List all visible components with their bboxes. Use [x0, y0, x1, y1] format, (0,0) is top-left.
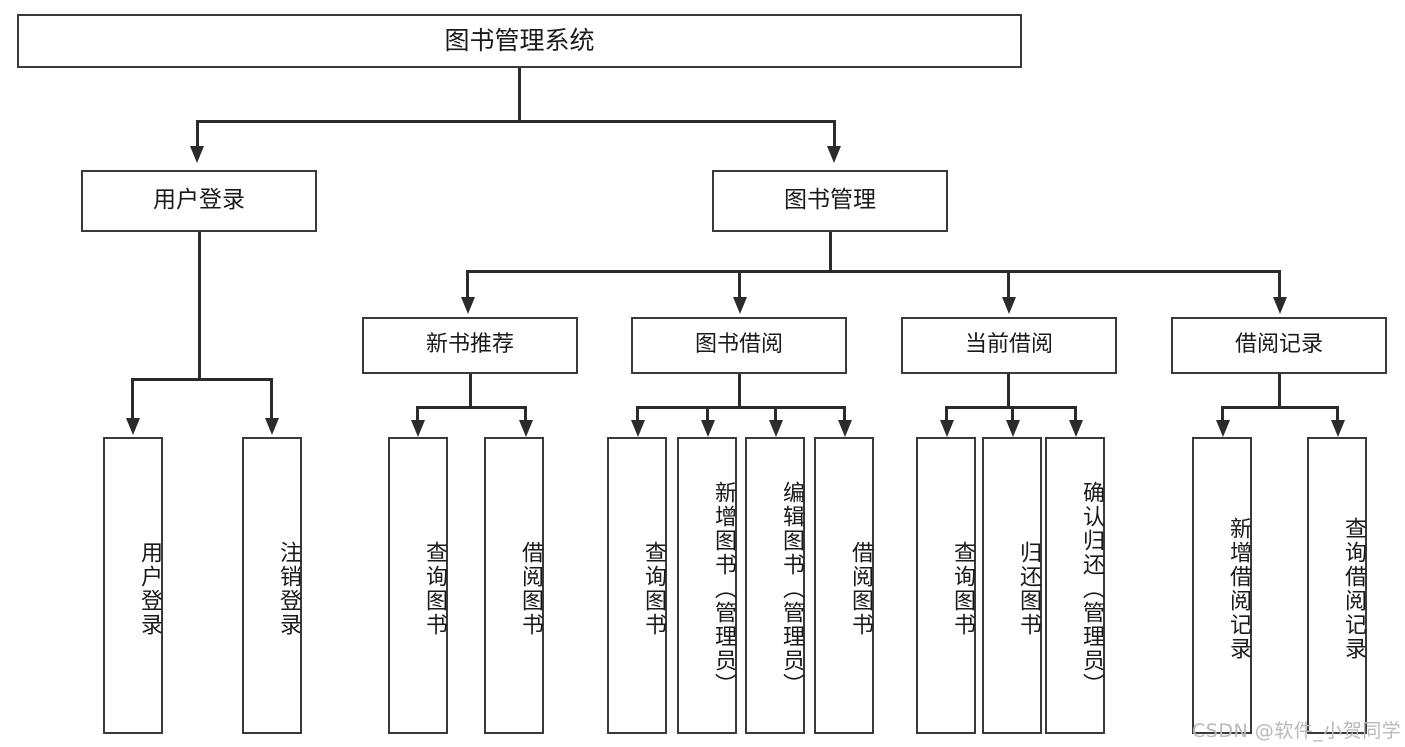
edge-book-manage-bus — [466, 270, 1281, 273]
leaf-user-login-label: 用户登录 — [137, 540, 162, 637]
edge-root-to-user-login — [196, 120, 199, 148]
node-borrow-record-label: 借阅记录 — [1234, 332, 1323, 358]
leaf-query-record[interactable]: 查询借阅记录 — [1307, 437, 1367, 734]
arrow-down-icon — [1216, 420, 1230, 437]
arrow-down-icon — [190, 146, 204, 163]
edge-bb-drop-2 — [706, 406, 709, 422]
edge-borrow-record-stem — [1278, 374, 1281, 406]
leaf-query-book-2-label: 查询图书 — [641, 540, 666, 637]
edge-br-drop-1 — [1221, 406, 1224, 422]
edge-root-to-book-manage — [833, 120, 836, 148]
node-root-label: 图书管理系统 — [444, 26, 595, 55]
node-book-borrow[interactable]: 图书借阅 — [631, 317, 847, 374]
edge-br-drop-2 — [1336, 406, 1339, 422]
edge-user-login-drop-2 — [270, 378, 273, 420]
edge-current-borrow-bus — [945, 406, 1076, 409]
edge-book-borrow-bus — [636, 406, 845, 409]
leaf-query-record-label: 查询借阅记录 — [1341, 516, 1366, 661]
arrow-down-icon — [1273, 297, 1287, 314]
edge-nbr-drop-2 — [524, 406, 527, 422]
edge-user-login-bus — [131, 378, 272, 381]
arrow-down-icon — [701, 420, 715, 437]
node-root[interactable]: 图书管理系统 — [17, 14, 1022, 68]
edge-current-borrow-stem — [1007, 374, 1010, 406]
arrow-down-icon — [461, 297, 475, 314]
edge-new-book-recommend-stem — [469, 374, 472, 406]
arrow-down-icon — [733, 297, 747, 314]
edge-book-borrow-stem — [738, 374, 741, 406]
edge-bb-drop-1 — [636, 406, 639, 422]
edge-user-login-stem — [198, 232, 201, 378]
leaf-borrow-book-2-label: 借阅图书 — [848, 540, 873, 637]
leaf-query-book-3-label: 查询图书 — [950, 540, 975, 637]
arrow-down-icon — [1331, 420, 1345, 437]
edge-bb-drop-3 — [774, 406, 777, 422]
leaf-confirm-return-label: 确认归还（管理员） — [1079, 480, 1104, 697]
csdn-watermark: CSDN @软件_小贺同学 — [1192, 720, 1402, 742]
edge-user-login-drop-1 — [131, 378, 134, 420]
edge-nbr-drop-1 — [416, 406, 419, 422]
leaf-edit-book-label: 编辑图书（管理员） — [779, 480, 804, 697]
node-book-borrow-label: 图书借阅 — [694, 332, 783, 358]
leaf-add-record[interactable]: 新增借阅记录 — [1192, 437, 1252, 734]
edge-book-manage-drop-2 — [738, 270, 741, 300]
edge-book-manage-drop-3 — [1007, 270, 1010, 300]
node-user-login[interactable]: 用户登录 — [81, 170, 317, 232]
leaf-add-book-label: 新增图书（管理员） — [711, 480, 736, 697]
node-book-manage[interactable]: 图书管理 — [712, 170, 948, 232]
edge-book-manage-drop-4 — [1278, 270, 1281, 300]
arrow-down-icon — [631, 420, 645, 437]
edge-bb-drop-4 — [843, 406, 846, 422]
arrow-down-icon — [769, 420, 783, 437]
leaf-edit-book[interactable]: 编辑图书（管理员） — [745, 437, 805, 734]
arrow-down-icon — [126, 418, 140, 435]
edge-root-stem — [518, 68, 521, 120]
leaf-query-book-3[interactable]: 查询图书 — [916, 437, 976, 734]
node-current-borrow[interactable]: 当前借阅 — [901, 317, 1117, 374]
arrow-down-icon — [1006, 420, 1020, 437]
edge-cb-drop-1 — [945, 406, 948, 422]
node-current-borrow-label: 当前借阅 — [964, 332, 1053, 358]
leaf-query-book-1[interactable]: 查询图书 — [388, 437, 448, 734]
arrow-down-icon — [519, 420, 533, 437]
leaf-borrow-book-1[interactable]: 借阅图书 — [484, 437, 544, 734]
edge-root-bus — [196, 120, 836, 123]
leaf-logout-label: 注销登录 — [276, 540, 301, 637]
node-book-manage-label: 图书管理 — [784, 187, 876, 214]
arrow-down-icon — [827, 146, 841, 163]
leaf-query-book-1-label: 查询图书 — [422, 540, 447, 637]
node-user-login-label: 用户登录 — [153, 187, 245, 214]
edge-borrow-record-bus — [1221, 406, 1338, 409]
arrow-down-icon — [940, 420, 954, 437]
edge-book-manage-stem — [829, 232, 832, 270]
leaf-return-book-label: 归还图书 — [1016, 540, 1041, 637]
leaf-confirm-return[interactable]: 确认归还（管理员） — [1045, 437, 1105, 734]
leaf-add-book[interactable]: 新增图书（管理员） — [677, 437, 737, 734]
leaf-borrow-book-2[interactable]: 借阅图书 — [814, 437, 874, 734]
arrow-down-icon — [1002, 297, 1016, 314]
node-borrow-record[interactable]: 借阅记录 — [1171, 317, 1387, 374]
edge-cb-drop-2 — [1011, 406, 1014, 422]
node-new-book-recommend-label: 新书推荐 — [425, 332, 514, 358]
arrow-down-icon — [838, 420, 852, 437]
arrow-down-icon — [1069, 420, 1083, 437]
leaf-logout[interactable]: 注销登录 — [242, 437, 302, 734]
edge-new-book-recommend-bus — [416, 406, 526, 409]
edge-cb-drop-3 — [1074, 406, 1077, 422]
leaf-add-record-label: 新增借阅记录 — [1226, 516, 1251, 661]
node-new-book-recommend[interactable]: 新书推荐 — [362, 317, 578, 374]
leaf-return-book[interactable]: 归还图书 — [982, 437, 1042, 734]
edge-book-manage-drop-1 — [466, 270, 469, 300]
arrow-down-icon — [411, 420, 425, 437]
leaf-user-login[interactable]: 用户登录 — [103, 437, 163, 734]
leaf-query-book-2[interactable]: 查询图书 — [607, 437, 667, 734]
arrow-down-icon — [265, 418, 279, 435]
leaf-borrow-book-1-label: 借阅图书 — [518, 540, 543, 637]
